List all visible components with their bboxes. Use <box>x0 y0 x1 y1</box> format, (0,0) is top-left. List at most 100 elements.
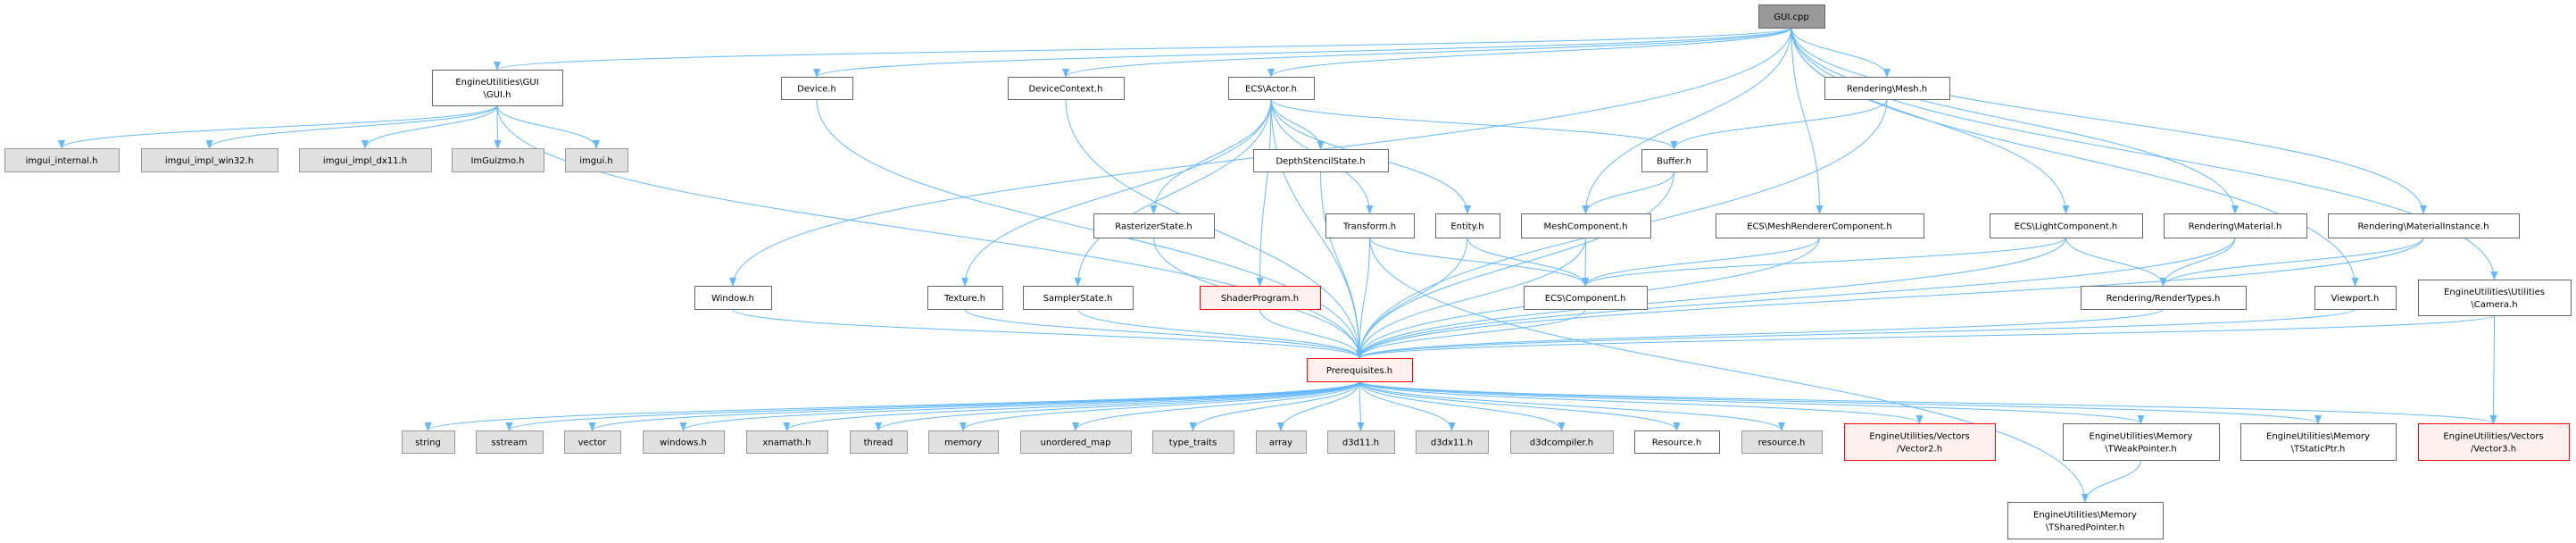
node-label: Entity.h <box>1450 222 1483 232</box>
edge-camera_h-to-vector3 <box>2489 314 2497 424</box>
node-mesh-h[interactable]: Rendering\Mesh.h <box>1824 77 1950 100</box>
node-label: EngineUtilities\Memory <box>2266 432 2370 442</box>
node-camera-h[interactable]: EngineUtilities\Utilities \Camera.h <box>2418 280 2572 316</box>
node-d3dcompiler[interactable]: d3dcompiler.h <box>1510 430 1614 454</box>
node-type-traits[interactable]: type_traits <box>1152 430 1234 454</box>
node-box <box>452 148 544 172</box>
node-imgui-internal[interactable]: imgui_internal.h <box>4 148 120 172</box>
node-xnamath[interactable]: xnamath.h <box>746 430 828 454</box>
node-window-h[interactable]: Window.h <box>694 286 772 310</box>
node-component-h[interactable]: ECS\Component.h <box>1524 286 1648 310</box>
edge-gui_cpp-to-mesh_h <box>1791 27 1890 78</box>
node-label: Window.h <box>711 294 754 304</box>
node-label: ECS\LightComponent.h <box>2015 222 2118 232</box>
edge-gui_cpp-to-meshrenderer <box>1791 27 1824 214</box>
node-string[interactable]: string <box>402 430 455 454</box>
node-label: /Vector2.h <box>1897 445 1942 455</box>
node-imgui-h[interactable]: imgui.h <box>565 148 628 172</box>
node-tshared[interactable]: EngineUtilities\Memory \TSharedPointer.h <box>2007 502 2164 539</box>
node-vector3[interactable]: EngineUtilities/Vectors/Vector3.h <box>2418 423 2570 461</box>
node-label: Prerequisites.h <box>1326 366 1392 376</box>
node-resource-low[interactable]: resource.h <box>1741 430 1823 454</box>
node-meshcomponent[interactable]: MeshComponent.h <box>1521 213 1651 238</box>
node-vector[interactable]: vector <box>564 430 621 454</box>
node-actor-h[interactable]: ECS\Actor.h <box>1228 77 1315 100</box>
node-sstream[interactable]: sstream <box>476 430 544 454</box>
node-label: EngineUtilities/Vectors <box>2443 432 2543 442</box>
node-shader-h[interactable]: ShaderProgram.h <box>1200 286 1321 310</box>
edge-entity_h-to-prereq <box>1356 237 1468 359</box>
node-label: vector <box>578 439 608 448</box>
node-label: Device.h <box>797 85 836 95</box>
edge-entity_h-to-component_h <box>1467 237 1589 287</box>
node-rasterizer[interactable]: RasterizerState.h <box>1093 213 1215 238</box>
edge-prereq-to-d3d11 <box>1357 380 1365 431</box>
node-label: imgui_impl_dx11.h <box>323 156 407 166</box>
node-memory[interactable]: memory <box>928 430 999 454</box>
edge-gui_cpp-to-actor_h <box>1267 27 1792 78</box>
node-texture-h[interactable]: Texture.h <box>927 286 1003 310</box>
node-label: \GUI.h <box>484 90 511 100</box>
node-box <box>1327 430 1395 454</box>
node-label: Rendering\Mesh.h <box>1847 85 1927 95</box>
node-array[interactable]: array <box>1256 430 1307 454</box>
node-depthstencil[interactable]: DepthStencilState.h <box>1253 149 1389 172</box>
node-rendertypes[interactable]: Rendering/RenderTypes.h <box>2081 286 2247 310</box>
edge-gui_h-to-imgui_impl_dx11 <box>361 104 498 149</box>
node-imgui-impl-win32[interactable]: imgui_impl_win32.h <box>141 148 278 172</box>
node-viewport-h[interactable]: Viewport.h <box>2314 286 2397 310</box>
node-transform-h[interactable]: Transform.h <box>1325 213 1415 238</box>
node-materialinstance[interactable]: Rendering\MaterialInstance.h <box>2328 213 2520 238</box>
node-entity-h[interactable]: Entity.h <box>1435 213 1500 238</box>
node-label: Rendering/RenderTypes.h <box>2107 294 2221 304</box>
node-prereq[interactable]: Prerequisites.h <box>1307 358 1413 382</box>
node-label: \TSharedPointer.h <box>2046 523 2124 533</box>
node-imguizmo[interactable]: ImGuizmo.h <box>452 148 544 172</box>
node-box <box>1093 213 1215 238</box>
node-box <box>141 148 278 172</box>
node-gui-h[interactable]: EngineUtilities\GUI\GUI.h <box>432 70 563 106</box>
node-devicecontext-h[interactable]: DeviceContext.h <box>1008 77 1125 100</box>
node-label: Rendering\Material.h <box>2189 222 2282 232</box>
node-gui-cpp[interactable]: GUI.cpp <box>1758 4 1825 29</box>
edge-gui_h-to-imgui_h <box>496 104 600 149</box>
node-box <box>2328 213 2520 238</box>
node-box <box>850 430 908 454</box>
node-buffer-h[interactable]: Buffer.h <box>1641 149 1708 172</box>
node-meshrenderer[interactable]: ECS\MeshRendererComponent.h <box>1716 213 1924 238</box>
node-resource-cap[interactable]: Resource.h <box>1634 430 1720 454</box>
node-label: resource.h <box>1758 439 1806 448</box>
edge-actor_h-to-shader_h <box>1256 98 1272 287</box>
node-d3d11[interactable]: d3d11.h <box>1327 430 1395 454</box>
node-label: array <box>1269 439 1292 448</box>
node-box <box>2418 280 2572 316</box>
node-label: DeviceContext.h <box>1029 85 1103 95</box>
edge-prereq-to-unordered_map <box>1072 380 1360 431</box>
node-unordered-map[interactable]: unordered_map <box>1020 430 1132 454</box>
node-box <box>781 77 853 100</box>
edges <box>58 27 2498 503</box>
node-label: EngineUtilities\Memory <box>2090 432 2193 442</box>
edge-actor_h-to-prereq <box>1270 98 1363 359</box>
node-sampler-h[interactable]: SamplerState.h <box>1023 286 1134 310</box>
node-windows-h[interactable]: windows.h <box>643 430 725 454</box>
node-label: ECS\MeshRendererComponent.h <box>1747 222 1892 232</box>
edge-meshcomponent-to-prereq <box>1356 237 1586 359</box>
node-d3dx11[interactable]: d3dx11.h <box>1416 430 1489 454</box>
node-thread[interactable]: thread <box>850 430 908 454</box>
node-tweak[interactable]: EngineUtilities\Memory\TWeakPointer.h <box>2063 423 2220 461</box>
node-tstatic[interactable]: EngineUtilities\Memory\TStaticPtr.h <box>2240 423 2397 461</box>
node-imgui-impl-dx11[interactable]: imgui_impl_dx11.h <box>299 148 432 172</box>
node-lightcomponent[interactable]: ECS\LightComponent.h <box>1990 213 2143 238</box>
node-label: xnamath.h <box>762 439 810 448</box>
node-label: SamplerState.h <box>1043 294 1113 304</box>
edge-materialinstance-to-prereq <box>1356 237 2424 359</box>
node-material-h[interactable]: Rendering\Material.h <box>2164 213 2307 238</box>
node-device-h[interactable]: Device.h <box>781 77 853 100</box>
node-label: EngineUtilities\Utilities <box>2444 288 2545 297</box>
edge-viewport_h-to-prereq <box>1356 308 2356 359</box>
node-vector2[interactable]: EngineUtilities/Vectors/Vector2.h <box>1844 423 1996 461</box>
node-label: \Camera.h <box>2471 300 2517 310</box>
edge-prereq-to-vector <box>588 380 1360 431</box>
node-label: EngineUtilities\Memory <box>2033 511 2137 521</box>
